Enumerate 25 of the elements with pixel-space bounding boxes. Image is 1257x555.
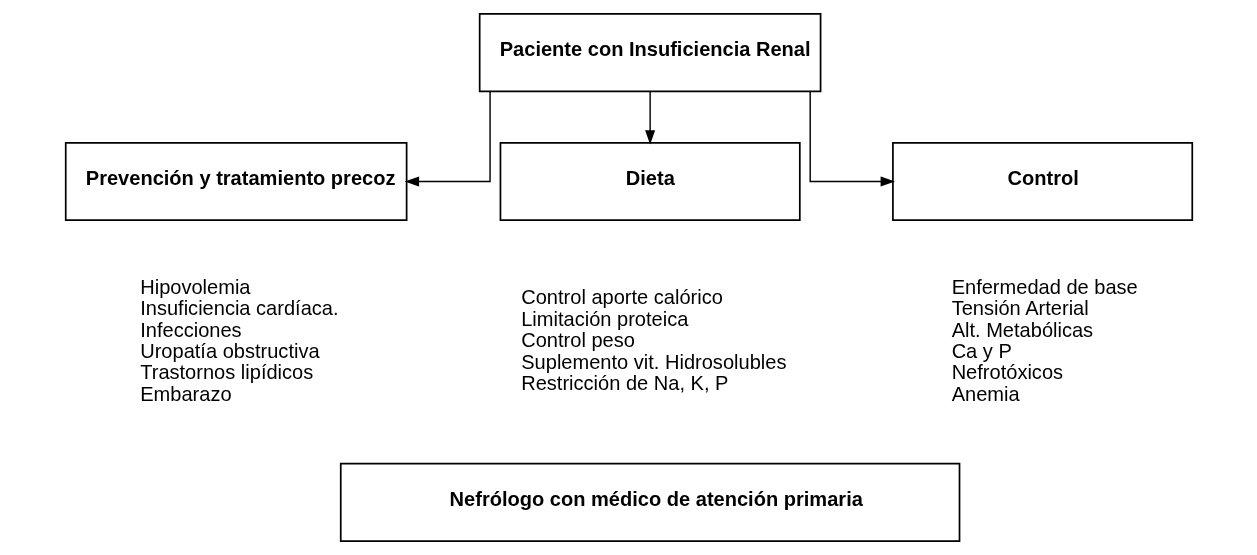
node-label: Enfermedad de base <box>951 275 1138 298</box>
node-label: Restricción de Na, K, P <box>520 372 728 395</box>
node-box: Nefrólogo con médico de atención primaria <box>339 462 960 542</box>
node-label: Limitación proteica <box>520 307 688 330</box>
node-box: Dieta <box>499 142 801 222</box>
node-box: Prevención y tratamiento precoz <box>64 142 407 222</box>
arrow <box>404 90 491 187</box>
node-label: Infecciones <box>139 318 242 341</box>
node-label: Insuficiencia cardíaca. <box>139 297 339 320</box>
node-label: Suplemento vit. Hidrosolubles <box>520 350 786 373</box>
node-label: Trastornos lipídicos <box>139 361 313 384</box>
node-box: Control <box>891 142 1193 222</box>
node-label: Control aporte calórico <box>520 286 723 309</box>
node-label: Anemia <box>951 382 1020 405</box>
arrow <box>644 90 655 145</box>
node-label: Nefrotóxicos <box>951 361 1063 384</box>
node-label: Tensión Arterial <box>951 297 1089 320</box>
node-label: Alt. Metabólicas <box>951 318 1093 341</box>
node-box: Paciente con Insuficiencia Renal <box>478 13 821 93</box>
node-label: Control peso <box>520 329 635 352</box>
node-label: Ca y P <box>951 340 1012 362</box>
node-label: Embarazo <box>139 382 232 405</box>
arrow <box>808 90 895 187</box>
node-label: Hipovolemia <box>139 275 251 298</box>
node-label: Uropatía obstructiva <box>139 340 320 362</box>
